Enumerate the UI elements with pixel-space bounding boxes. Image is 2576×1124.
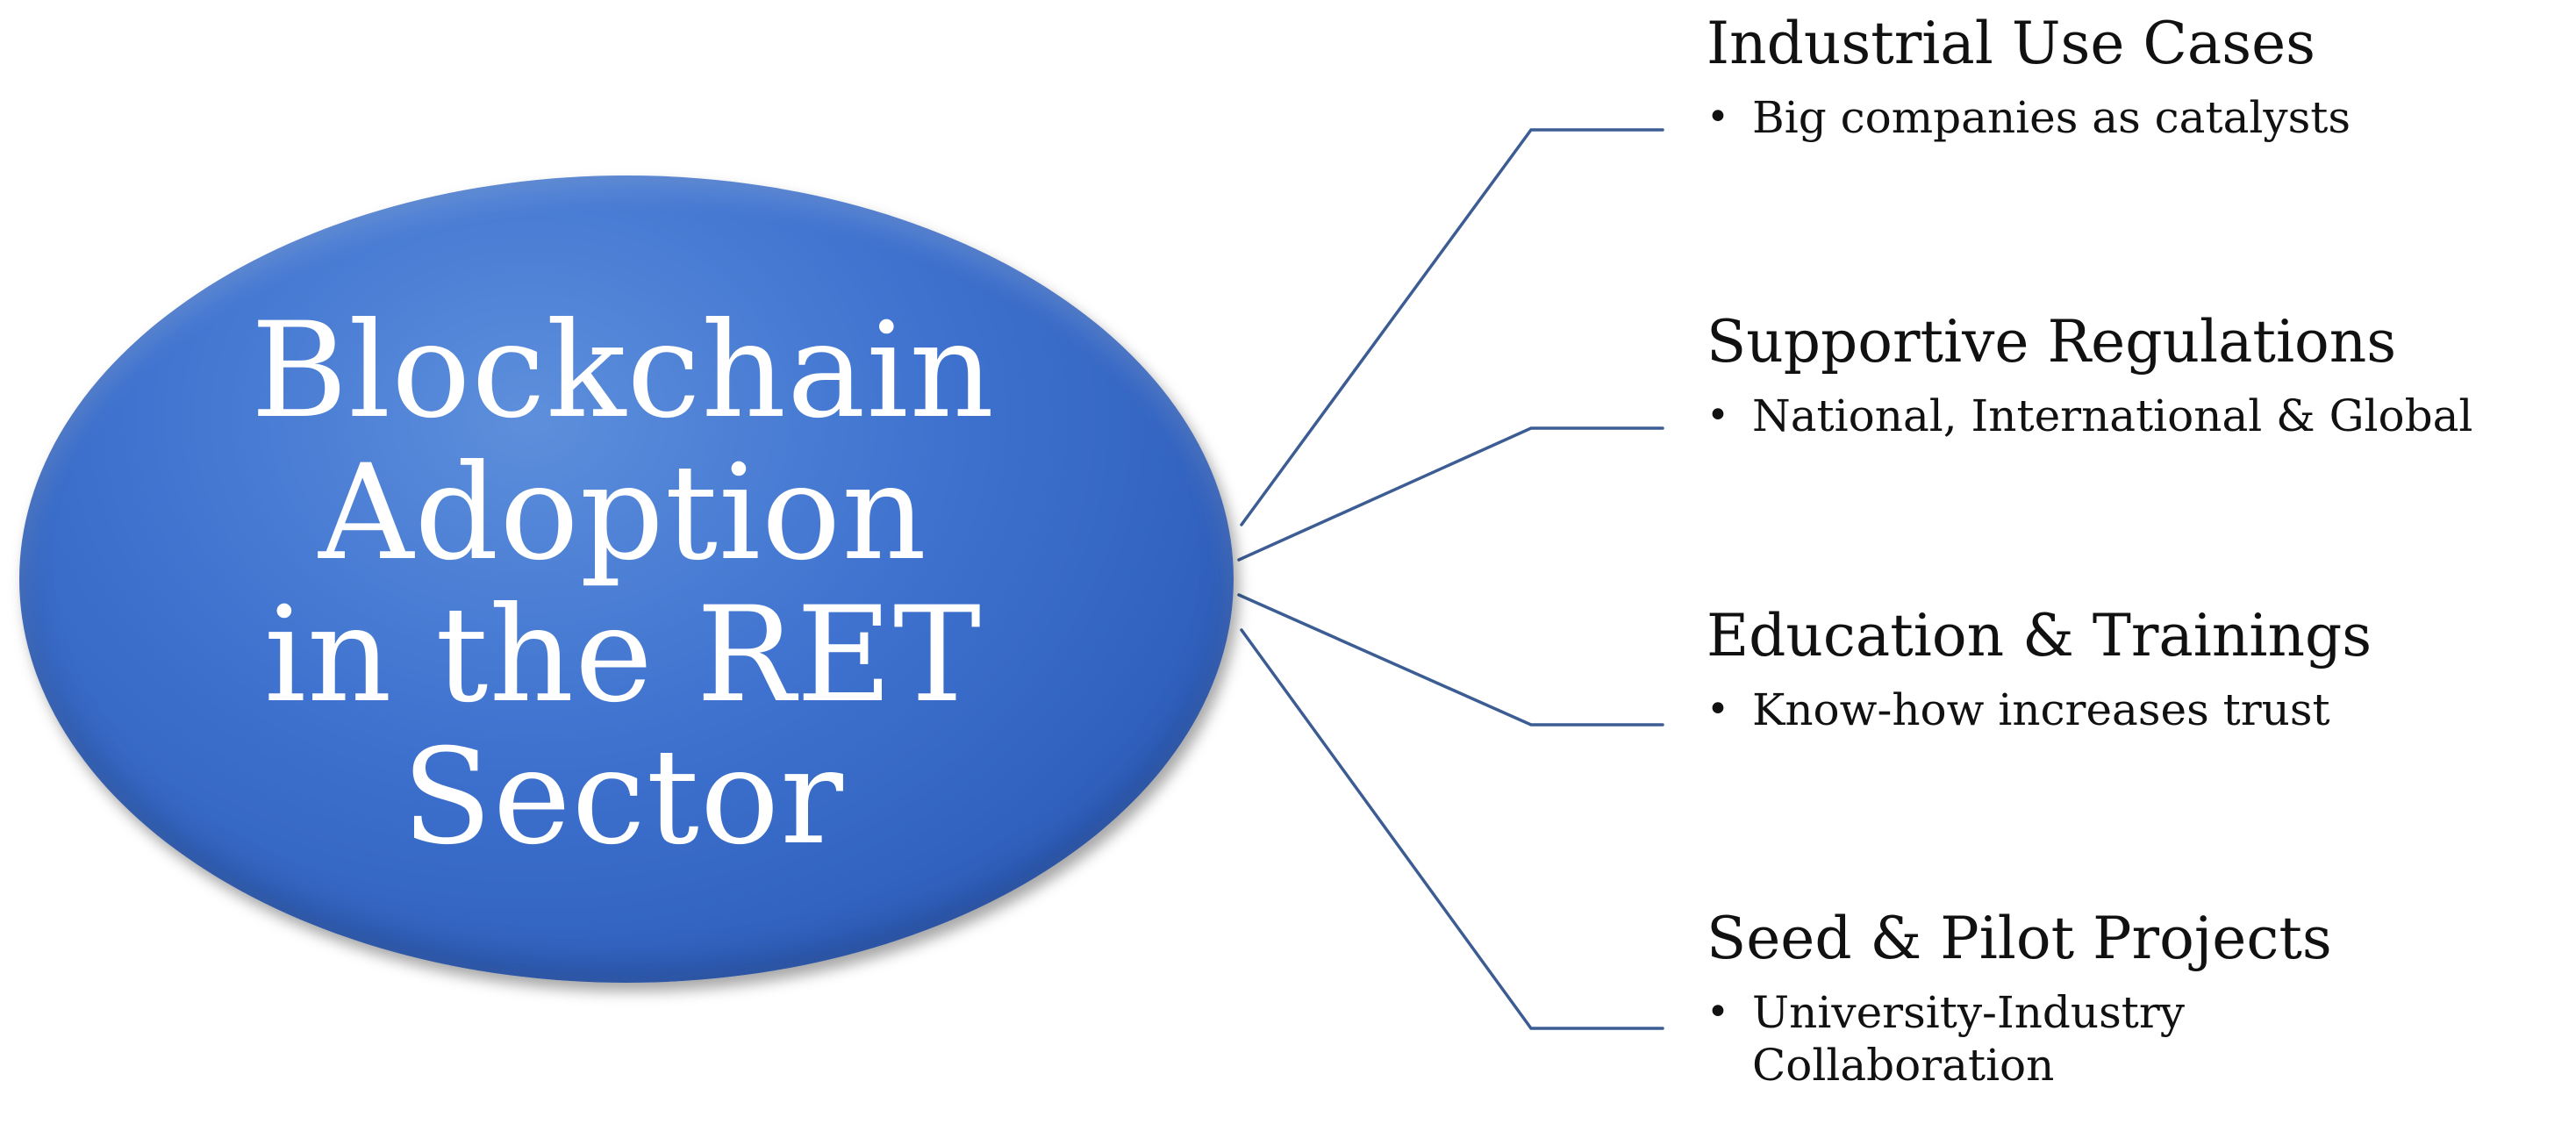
connector-supportive-regulations <box>1237 426 1664 562</box>
branch-title: Supportive Regulations <box>1707 308 2397 376</box>
connector-education-trainings <box>1237 593 1664 727</box>
branch-industrial-use-cases: Industrial Use Cases • Big companies as … <box>1707 9 2566 144</box>
branch-bullet-item: • Big companies as catalysts <box>1707 91 2566 144</box>
connector-industrial-use-cases <box>1240 128 1664 526</box>
bullet-dot-icon: • <box>1707 95 1729 140</box>
branch-title: Industrial Use Cases <box>1707 10 2315 77</box>
branch-title: Education & Trainings <box>1707 602 2372 669</box>
bullet-text: Big companies as catalysts <box>1752 92 2351 143</box>
central-topic-line: Adoption <box>318 437 927 590</box>
bullet-text: National, International & Global <box>1752 390 2473 441</box>
central-topic-line: Sector <box>402 721 844 874</box>
connector-seed-pilot-projects <box>1240 628 1664 1030</box>
branch-seed-pilot-projects: Seed & Pilot Projects • University-Indus… <box>1707 904 2566 1092</box>
branch-bullet-item: • National, International & Global <box>1707 390 2566 442</box>
bullet-dot-icon: • <box>1707 687 1729 732</box>
central-topic-title: Blockchain Adoption in the RET Sector <box>132 300 1114 869</box>
central-topic-circle <box>19 175 1234 983</box>
branch-supportive-regulations: Supportive Regulations • National, Inter… <box>1707 307 2566 442</box>
branch-bullet-item: • Know-how increases trust <box>1707 684 2566 736</box>
branch-education-trainings: Education & Trainings • Know-how increas… <box>1707 601 2566 736</box>
branch-bullet-item: • University-Industry Collaboration <box>1707 986 2566 1092</box>
bullet-dot-icon: • <box>1707 990 1729 1035</box>
bullet-dot-icon: • <box>1707 393 1729 438</box>
bullet-text: Know-how increases trust <box>1752 684 2330 735</box>
central-topic-line: Blockchain <box>250 295 996 447</box>
branch-title: Seed & Pilot Projects <box>1707 905 2332 972</box>
central-topic-line: in the RET <box>263 579 983 732</box>
bullet-text: University-Industry Collaboration <box>1752 987 2186 1091</box>
